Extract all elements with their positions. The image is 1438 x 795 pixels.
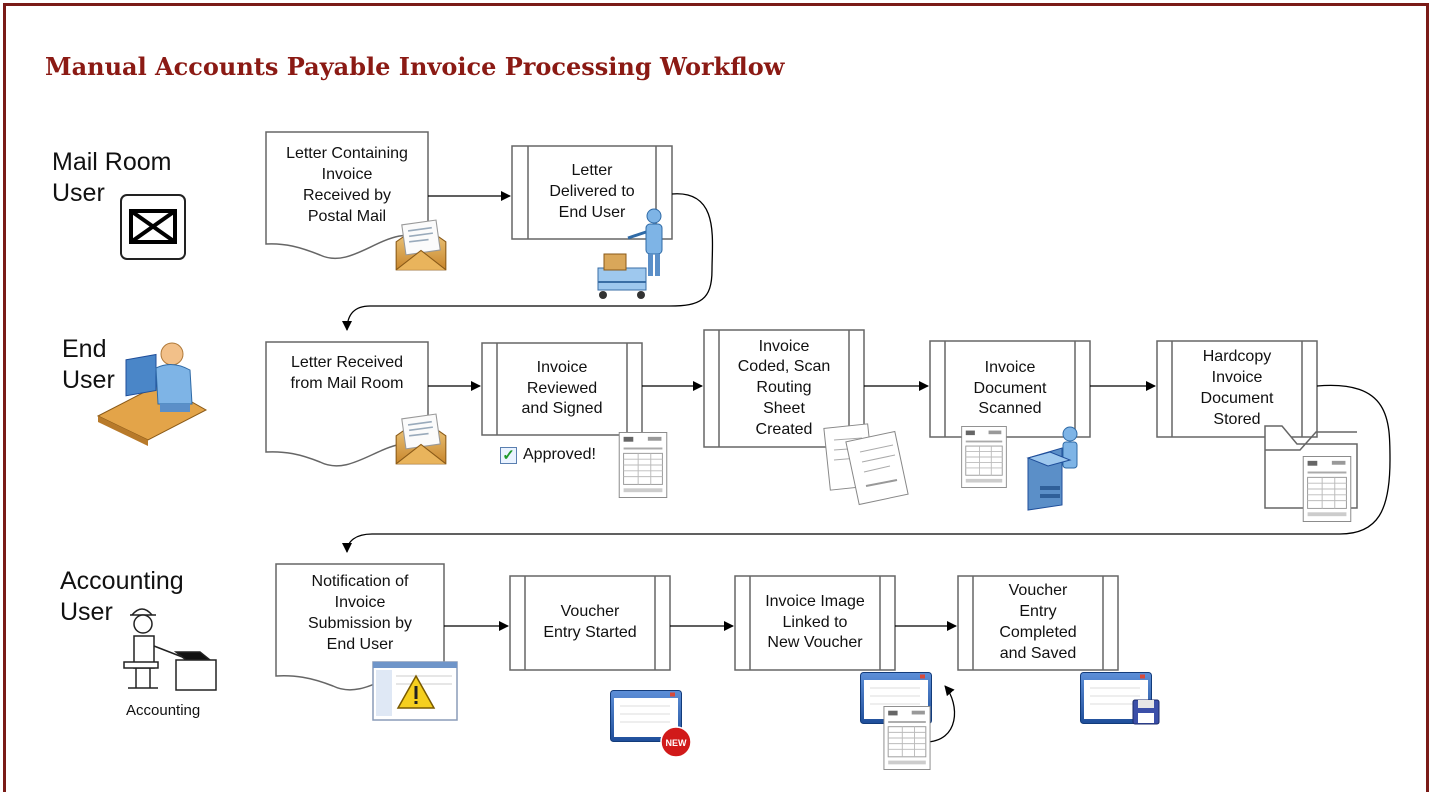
approved-indicator: ✓ Approved! (500, 446, 596, 464)
node-n2-shape (511, 145, 673, 240)
arrow-doc-to-n10 (924, 685, 956, 743)
lane-label-mailroom: Mail Room User (52, 148, 172, 208)
approved-label: Approved! (523, 446, 596, 463)
accounting-user-icon (123, 608, 217, 691)
invoice-document-icon (823, 423, 909, 506)
save-disk-icon (1132, 699, 1160, 725)
node-n3-label: Letter Received from Mail Room (290, 354, 404, 392)
node-n9-label: Voucher Entry Started (543, 603, 637, 641)
scanner-icon (1026, 426, 1078, 511)
node-n7-shape (1156, 340, 1318, 438)
node-n4-label: Invoice Reviewed and Signed (521, 358, 603, 418)
warning-icon (372, 661, 458, 721)
accounting-caption: Accounting (126, 702, 201, 719)
lane-label-enduser: End User (62, 335, 115, 395)
node-n8-label: Notification of Invoice Submission by En… (307, 573, 413, 653)
arrow-n7-n8 (342, 384, 1391, 553)
invoice-document-icon (1302, 456, 1352, 522)
node-n7-label: Hardcopy Invoice Document Stored (1200, 348, 1274, 428)
checkmark-icon: ✓ (500, 446, 517, 464)
node-n11-shape (957, 575, 1119, 671)
node-n2-label: Letter Delivered to End User (549, 162, 635, 221)
desk-user-icon (96, 342, 208, 446)
envelope-icon (120, 194, 186, 260)
node-n6-shape (929, 340, 1091, 438)
invoice-document-icon (618, 432, 668, 498)
node-n10-shape (734, 575, 896, 671)
node-n10-label: Invoice Image Linked to New Voucher (765, 592, 865, 652)
svg-text:NEW: NEW (666, 738, 688, 748)
envelope-icon (395, 413, 447, 465)
node-n11-label: Voucher Entry Completed and Saved (999, 582, 1077, 662)
page-title: Manual Accounts Payable Invoice Processi… (45, 52, 785, 81)
node-n6-label: Invoice Document Scanned (973, 358, 1047, 418)
lane-label-accounting: Accounting User (60, 567, 184, 627)
invoice-document-icon (883, 706, 931, 770)
node-n1-label: Letter Containing Invoice Received by Po… (286, 145, 408, 225)
mail-cart-icon (597, 208, 663, 299)
arrow-n2-n3 (342, 193, 714, 331)
node-n4-shape (481, 342, 643, 436)
node-n5-label: Invoice Coded, Scan Routing Sheet Create… (737, 337, 831, 438)
new-badge: NEW (660, 726, 692, 758)
node-n9-shape (509, 575, 671, 671)
diagram-frame (3, 3, 1429, 792)
